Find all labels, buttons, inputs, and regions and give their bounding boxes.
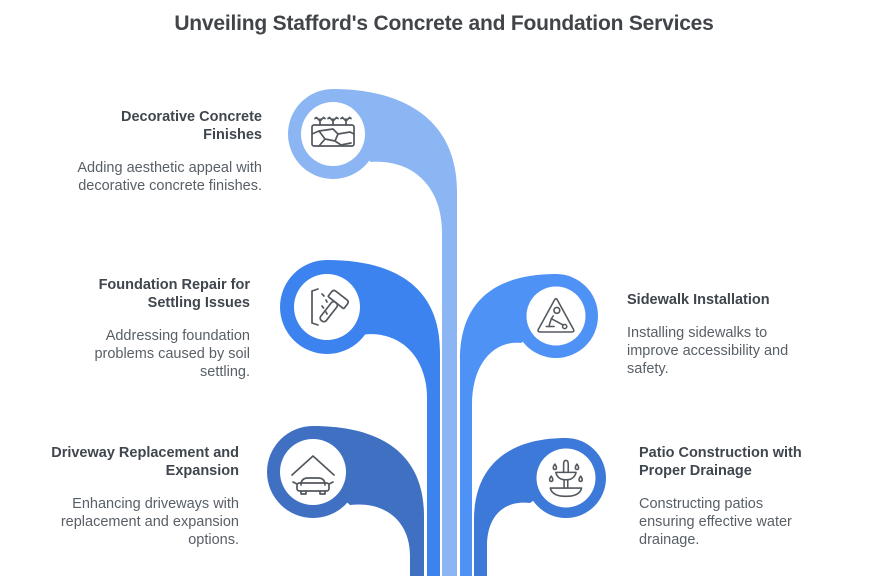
node-heading: Sidewalk Installation bbox=[627, 292, 770, 308]
node-description: Enhancing driveways with replacement and… bbox=[60, 496, 239, 548]
node-text-sidewalk-installation: Sidewalk Installation Installing sidewal… bbox=[627, 291, 805, 378]
wall-crack-hammer-icon bbox=[311, 288, 350, 326]
node-description: Installing sidewalks to improve accessib… bbox=[627, 325, 789, 377]
balloon-patio-construction bbox=[474, 438, 606, 576]
node-text-foundation-repair: Foundation Repair for Settling Issues Ad… bbox=[60, 276, 250, 381]
page-title: Unveiling Stafford's Concrete and Founda… bbox=[174, 12, 714, 35]
node-text-patio-construction: Patio Construction with Proper Drainage … bbox=[639, 444, 811, 549]
fountain-icon bbox=[548, 459, 584, 498]
balloon-foundation-repair bbox=[280, 260, 440, 576]
node-description: Constructing patios ensuring effective w… bbox=[639, 496, 792, 548]
node-heading: Driveway Replacement and Expansion bbox=[51, 445, 239, 479]
balloon-center bbox=[526, 286, 586, 346]
balloon-tail bbox=[327, 260, 440, 576]
balloon-center bbox=[301, 102, 365, 166]
balloon-driveway-replacement bbox=[267, 426, 424, 576]
balloon-decorative-concrete bbox=[288, 89, 457, 576]
balloon-center bbox=[536, 448, 596, 508]
node-description: Addressing foundation problems caused by… bbox=[94, 328, 250, 380]
balloon-sidewalk-installation bbox=[460, 274, 598, 576]
node-text-decorative-concrete: Decorative Concrete Finishes Adding aest… bbox=[72, 108, 262, 195]
balloon-center bbox=[280, 439, 346, 505]
node-text-driveway-replacement: Driveway Replacement and Expansion Enhan… bbox=[49, 444, 239, 549]
node-description: Adding aesthetic appeal with decorative … bbox=[77, 160, 262, 194]
carport-car-icon bbox=[291, 455, 335, 495]
stamped-concrete-icon bbox=[311, 116, 355, 147]
node-heading: Foundation Repair for Settling Issues bbox=[98, 277, 250, 311]
node-heading: Patio Construction with Proper Drainage bbox=[639, 445, 802, 479]
balloon-tail bbox=[460, 274, 556, 576]
node-heading: Decorative Concrete Finishes bbox=[120, 109, 262, 143]
road-work-sign-icon bbox=[537, 297, 575, 333]
